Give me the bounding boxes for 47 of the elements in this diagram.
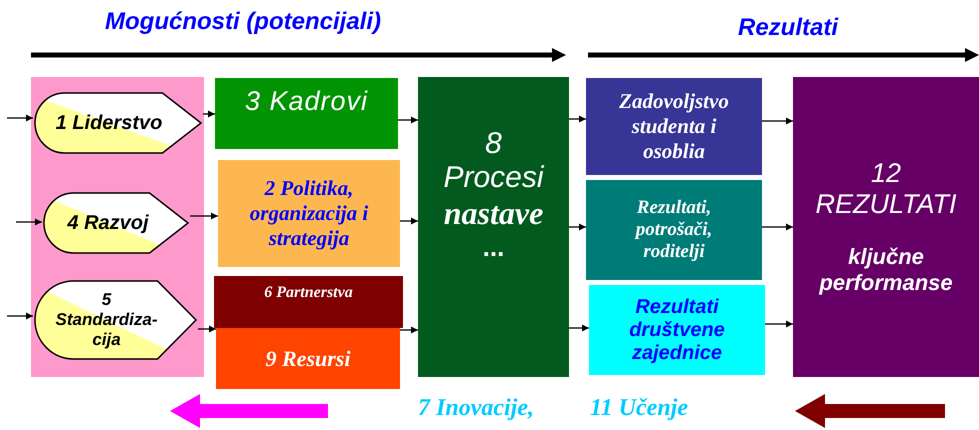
node-text: ključne performanse (818, 244, 954, 296)
arrow (765, 320, 793, 328)
node-text: ... (482, 232, 504, 263)
arrow (198, 326, 216, 332)
arrow (398, 116, 418, 124)
node-text: 6 Partnerstva (264, 284, 353, 302)
arrow (190, 212, 218, 220)
arrow (16, 218, 42, 226)
result-box (586, 78, 762, 175)
node-text: nastave (444, 195, 544, 232)
process-box (216, 328, 400, 389)
node-text: 8 Procesi (442, 127, 546, 195)
node-text: 3 Kadrovi (244, 86, 368, 117)
arrow (7, 312, 33, 320)
arrow (762, 118, 793, 124)
node-text: Rezultati društvene zajednice (628, 296, 726, 364)
pentagon-shape (33, 280, 198, 360)
node-text: 5 Standardiza- cija (54, 290, 159, 350)
result-box (586, 180, 762, 280)
node-text: 12 REZULTATI (814, 158, 958, 220)
arrow (569, 324, 589, 332)
arrow (762, 224, 793, 230)
note-text: 7 Inovacije, (418, 395, 534, 422)
section-heading: Mogućnosti (potencijali) (105, 8, 381, 36)
process-box (218, 160, 400, 267)
result-box (793, 77, 979, 377)
arrow (569, 224, 586, 230)
arrow (569, 116, 586, 122)
node-text: 4 Razvoj (67, 212, 149, 234)
group-panel (31, 77, 204, 377)
arrow (400, 218, 418, 224)
pentagon-shape (42, 192, 190, 254)
node-text: 9 Resursi (266, 346, 350, 372)
arrow (7, 114, 33, 122)
process-box (214, 276, 403, 328)
note-text: 11 Učenje (590, 395, 688, 422)
node-text: Zadovoljstvo studenta i osoblia (618, 89, 730, 164)
result-box (589, 285, 765, 375)
node-text: Rezultati, potrošači, roditelji (634, 197, 714, 263)
pentagon-shape (33, 92, 203, 154)
process-box (215, 78, 398, 149)
node-text: 2 Politika, organizacija i strategija (248, 176, 370, 251)
node-text: 1 Liderstvo (56, 112, 162, 134)
section-heading: Rezultati (738, 14, 838, 42)
arrow (400, 326, 418, 334)
arrow (203, 110, 215, 118)
process-box (418, 77, 569, 377)
